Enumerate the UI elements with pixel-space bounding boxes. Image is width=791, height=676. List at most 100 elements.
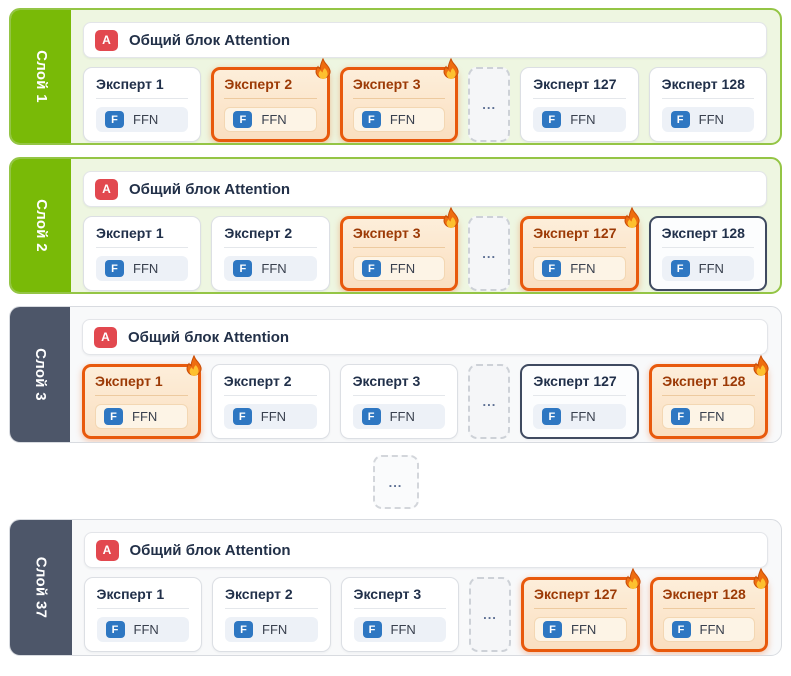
expert-title: Эксперт 2 xyxy=(223,373,317,396)
expert-title: Эксперт 1 xyxy=(95,373,188,396)
attention-badge-icon: A xyxy=(94,326,117,348)
expert-card: Эксперт 127 F FFN xyxy=(520,207,640,291)
ffn-badge-icon: F xyxy=(671,408,691,425)
expert-card: Эксперт 1 F FFN xyxy=(83,577,202,652)
expert-card: Эксперт 2 F FFN xyxy=(210,364,330,439)
ffn-badge-icon: F xyxy=(361,260,381,277)
fire-icon xyxy=(749,567,773,593)
ffn-badge-icon: F xyxy=(105,111,124,128)
expert-card: Эксперт 128 F FFN xyxy=(649,355,769,439)
expert-title: Эксперт 128 xyxy=(661,225,755,248)
ffn-label: FFN xyxy=(698,112,724,127)
ffn-label: FFN xyxy=(133,261,159,276)
ffn-badge-icon: F xyxy=(670,260,690,277)
ffn-label: FFN xyxy=(133,112,159,127)
ffn-label: FFN xyxy=(570,261,596,276)
layer-name-label: Слой 37 xyxy=(32,556,50,619)
ffn-chip: F FFN xyxy=(534,617,627,642)
expert-title: Эксперт 3 xyxy=(352,76,446,99)
expert-card: Эксперт 3 F FFN xyxy=(339,364,459,439)
ffn-badge-icon: F xyxy=(361,408,381,425)
experts-row: Эксперт 1 F FFN Эксперт 2 F FFN xyxy=(82,355,769,439)
ffn-chip: F FFN xyxy=(96,256,189,281)
ffn-badge-icon: F xyxy=(671,621,691,638)
expert-card: Эксперт 3 F FFN xyxy=(339,58,459,142)
ffn-chip: F FFN xyxy=(352,256,446,281)
expert-title: Эксперт 128 xyxy=(662,373,755,396)
ffn-chip: F FFN xyxy=(662,617,755,642)
ffn-label: FFN xyxy=(260,409,287,424)
expert-title: Эксперт 3 xyxy=(353,586,446,609)
ffn-badge-icon: F xyxy=(104,408,123,425)
fire-icon xyxy=(311,57,335,83)
ffn-label: FFN xyxy=(389,261,416,276)
expert-card: Эксперт 2 F FFN xyxy=(212,577,331,652)
expert-title: Эксперт 1 xyxy=(96,76,189,99)
ffn-chip: F FFN xyxy=(662,404,755,429)
layer-name-label: Слой 2 xyxy=(32,199,50,252)
ffn-badge-icon: F xyxy=(362,621,382,638)
expert-title: Эксперт 3 xyxy=(352,225,446,248)
experts-ellipsis-box: ... xyxy=(468,67,511,142)
ffn-chip: F FFN xyxy=(533,404,627,429)
fire-icon xyxy=(621,567,645,593)
layers-ellipsis-separator: ... xyxy=(372,455,419,509)
fire-icon xyxy=(182,354,206,380)
layer-name-label: Слой 1 xyxy=(32,50,50,103)
ffn-label: FFN xyxy=(698,261,724,276)
ffn-label: FFN xyxy=(699,409,725,424)
attention-label: Общий блок Attention xyxy=(129,31,291,49)
expert-card: Эксперт 127 F FFN xyxy=(521,568,641,652)
layer-row-2: Слой 2 A Общий блок Attention Эксперт 1 … xyxy=(9,157,782,294)
ffn-chip: F FFN xyxy=(95,404,188,429)
fire-icon xyxy=(439,57,463,83)
ffn-badge-icon: F xyxy=(234,621,253,638)
expert-card: Эксперт 127 F FFN xyxy=(520,67,639,142)
ffn-badge-icon: F xyxy=(670,111,690,128)
ffn-badge-icon: F xyxy=(105,621,125,638)
expert-title: Эксперт 128 xyxy=(661,76,755,99)
attention-label: Общий блок Attention xyxy=(129,541,291,559)
expert-title: Эксперт 2 xyxy=(225,586,318,609)
expert-card: Эксперт 127 F FFN xyxy=(520,364,640,439)
expert-card: Эксперт 2 F FFN xyxy=(211,216,330,291)
ffn-label: FFN xyxy=(389,112,416,127)
experts-ellipsis-box: ... xyxy=(468,364,511,439)
ffn-badge-icon: F xyxy=(361,111,381,128)
layer-row-37: Слой 37 A Общий блок Attention Эксперт 1… xyxy=(9,519,782,656)
expert-card: Эксперт 2 F FFN xyxy=(211,58,331,142)
layer-1-sidebar: Слой 1 xyxy=(11,10,71,143)
expert-card: Эксперт 1 F FFN xyxy=(83,67,202,142)
ffn-badge-icon: F xyxy=(232,408,252,425)
ffn-chip: F FFN xyxy=(225,617,318,642)
layer-2-sidebar: Слой 2 xyxy=(11,159,71,292)
ffn-badge-icon: F xyxy=(542,260,562,277)
ffn-badge-icon: F xyxy=(105,260,124,277)
ffn-label: FFN xyxy=(571,622,597,637)
expert-card: Эксперт 3 F FFN xyxy=(339,207,459,291)
ffn-label: FFN xyxy=(261,261,287,276)
ffn-label: FFN xyxy=(133,622,159,637)
ffn-label: FFN xyxy=(262,622,288,637)
attention-badge-icon: A xyxy=(95,539,119,561)
ffn-label: FFN xyxy=(390,622,416,637)
ffn-chip: F FFN xyxy=(352,107,446,132)
ffn-label: FFN xyxy=(699,622,725,637)
ffn-chip: F FFN xyxy=(533,107,626,132)
ffn-chip: F FFN xyxy=(661,107,755,132)
layer-3-sidebar: Слой 3 xyxy=(10,307,70,442)
ffn-chip: F FFN xyxy=(223,404,317,429)
attention-label: Общий блок Attention xyxy=(128,328,290,346)
attention-label: Общий блок Attention xyxy=(129,180,291,198)
fire-icon xyxy=(749,354,773,380)
attention-badge-icon: A xyxy=(95,29,118,51)
ffn-label: FFN xyxy=(132,409,158,424)
experts-row: Эксперт 1 F FFN Эксперт 2 F FFN xyxy=(83,568,769,652)
expert-card: Эксперт 1 F FFN xyxy=(82,355,202,439)
layer-3-content: A Общий блок Attention Эксперт 1 F FFN xyxy=(70,307,781,442)
ffn-chip: F FFN xyxy=(96,107,189,132)
ffn-chip: F FFN xyxy=(224,107,317,132)
ffn-label: FFN xyxy=(389,409,415,424)
ffn-badge-icon: F xyxy=(233,260,253,277)
ffn-badge-icon: F xyxy=(542,111,562,128)
